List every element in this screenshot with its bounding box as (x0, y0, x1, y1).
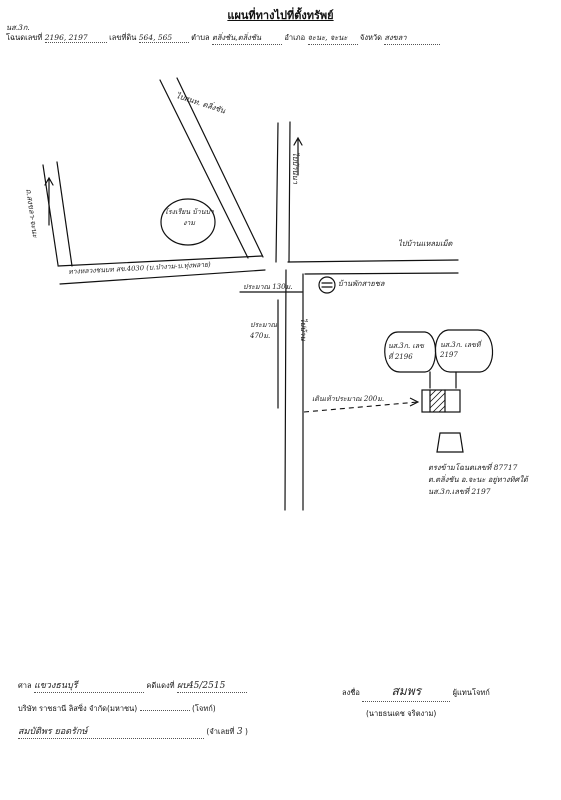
defendant-label: (จำเลยที่ (206, 727, 235, 736)
case-label: คดีแดงที่ (146, 681, 175, 690)
sign-label: ลงชื่อ (342, 688, 360, 697)
plaintiff-label: (โจทก์) (191, 704, 216, 713)
landmark-mark (321, 282, 333, 288)
footer-plaintiff-row: บริษัท ราชธานี ลิสซิ่ง จำกัด(มหาชน) (โจท… (18, 703, 216, 715)
parcel-bubble-b (434, 329, 494, 373)
label-walk-note: เดินเท้าประมาณ 200ม. (312, 395, 385, 403)
case-value: ผบ45/2515 (176, 678, 247, 693)
doc-type-label: นส.3ก. (6, 23, 30, 32)
header-fields: โฉนดเลขที่ 2196, 2197 เลขที่ดิน 564, 565… (6, 32, 441, 45)
diagonal-road-edge-2 (176, 77, 264, 258)
walk-path (303, 401, 419, 413)
parcel-value: 2196, 2197 (44, 33, 107, 43)
parcel-box (421, 389, 461, 413)
label-east-road: ไปบ้านแหลมเม็ด (398, 239, 453, 248)
province-label: จังหวัด (359, 33, 383, 42)
land-no-value: 564, 565 (138, 33, 189, 43)
opposite-parcel (436, 432, 464, 453)
defendant-number: 3 (236, 727, 243, 737)
footer-defendant-row: สมบัติพร ยอดรักษ์ (จำเลยที่ 3 ) (18, 724, 248, 739)
parcel-bubble-a (384, 331, 437, 373)
label-north-road: ไปบ้านนา (291, 152, 300, 184)
parcel-box-divider (429, 389, 446, 413)
court-value: แขวงธนบุรี (33, 678, 144, 693)
walk-arrow (409, 397, 420, 407)
school-circle (160, 198, 216, 246)
footer-court-row: ศาล แขวงธนบุรี คดีแดงที่ ผบ45/2515 (18, 678, 247, 693)
court-label: ศาล (18, 681, 32, 690)
province-value: สงขลา (384, 32, 441, 45)
label-south-road: ไปบ้าน (299, 318, 308, 341)
left-road-edge-2 (56, 161, 73, 267)
label-landmark: บ้านพักสายชล (338, 279, 385, 288)
subdistrict-value: ตลิ่งชัน,ตลิ่งชัน (212, 32, 283, 45)
diagonal-road-edge-1 (159, 79, 249, 259)
page-title: แผนที่ทางไปที่ตั้งทรัพย์ (227, 9, 334, 22)
label-parcel-a: นส.3ก. เลขที่ 2196 (388, 342, 424, 361)
left-road-arrow (44, 176, 54, 226)
signer-name: (นายธนเดช จริตงาม) (366, 709, 437, 718)
signature: สมพร (362, 682, 451, 702)
sign-role: ผู้แทนโจทก์ (452, 688, 490, 697)
east-road-top (287, 259, 459, 263)
south-road-edge-1 (284, 269, 287, 511)
parcel-hatch (429, 389, 446, 413)
landmark-circle (318, 276, 336, 294)
land-no-label: เลขที่ดิน (109, 33, 137, 42)
east-road-bottom (304, 272, 459, 275)
footer-sign-row: ลงชื่อ สมพร ผู้แทนโจทก์ (342, 682, 490, 702)
subdistrict-label: ตำบล (191, 33, 210, 42)
label-opposite-note: ตรงข้ามโฉนดเลขที่ 87717 ต.ตลิ่งชัน อ.จะน… (428, 463, 528, 496)
north-road-arrow (293, 136, 303, 176)
district-value: จะนะ, จะนะ (307, 32, 358, 45)
north-road-edge-1 (275, 122, 279, 263)
company-name: บริษัท ราชธานี ลิสซิ่ง จำกัด(มหาชน) (18, 704, 138, 713)
parcel-label: โฉนดเลขที่ (6, 33, 43, 42)
label-school: โรงเรียน บ้านป่างาม (164, 208, 214, 227)
defendant-name: สมบัติพร ยอดรักษ์ (18, 724, 204, 739)
main-road-bottom (59, 269, 266, 285)
label-parcel-b: นส.3ก. เลขที่ 2197 (440, 341, 481, 359)
north-road-edge-2 (288, 121, 291, 263)
district-label: อำเภอ (284, 33, 306, 42)
left-road-edge-1 (42, 164, 59, 266)
defendant-close: ) (244, 727, 248, 736)
label-distance-470: ประมาณ 470ม. (250, 321, 278, 340)
main-road-top (57, 255, 263, 267)
label-distance-130: ประมาณ 130ม. (243, 283, 293, 291)
